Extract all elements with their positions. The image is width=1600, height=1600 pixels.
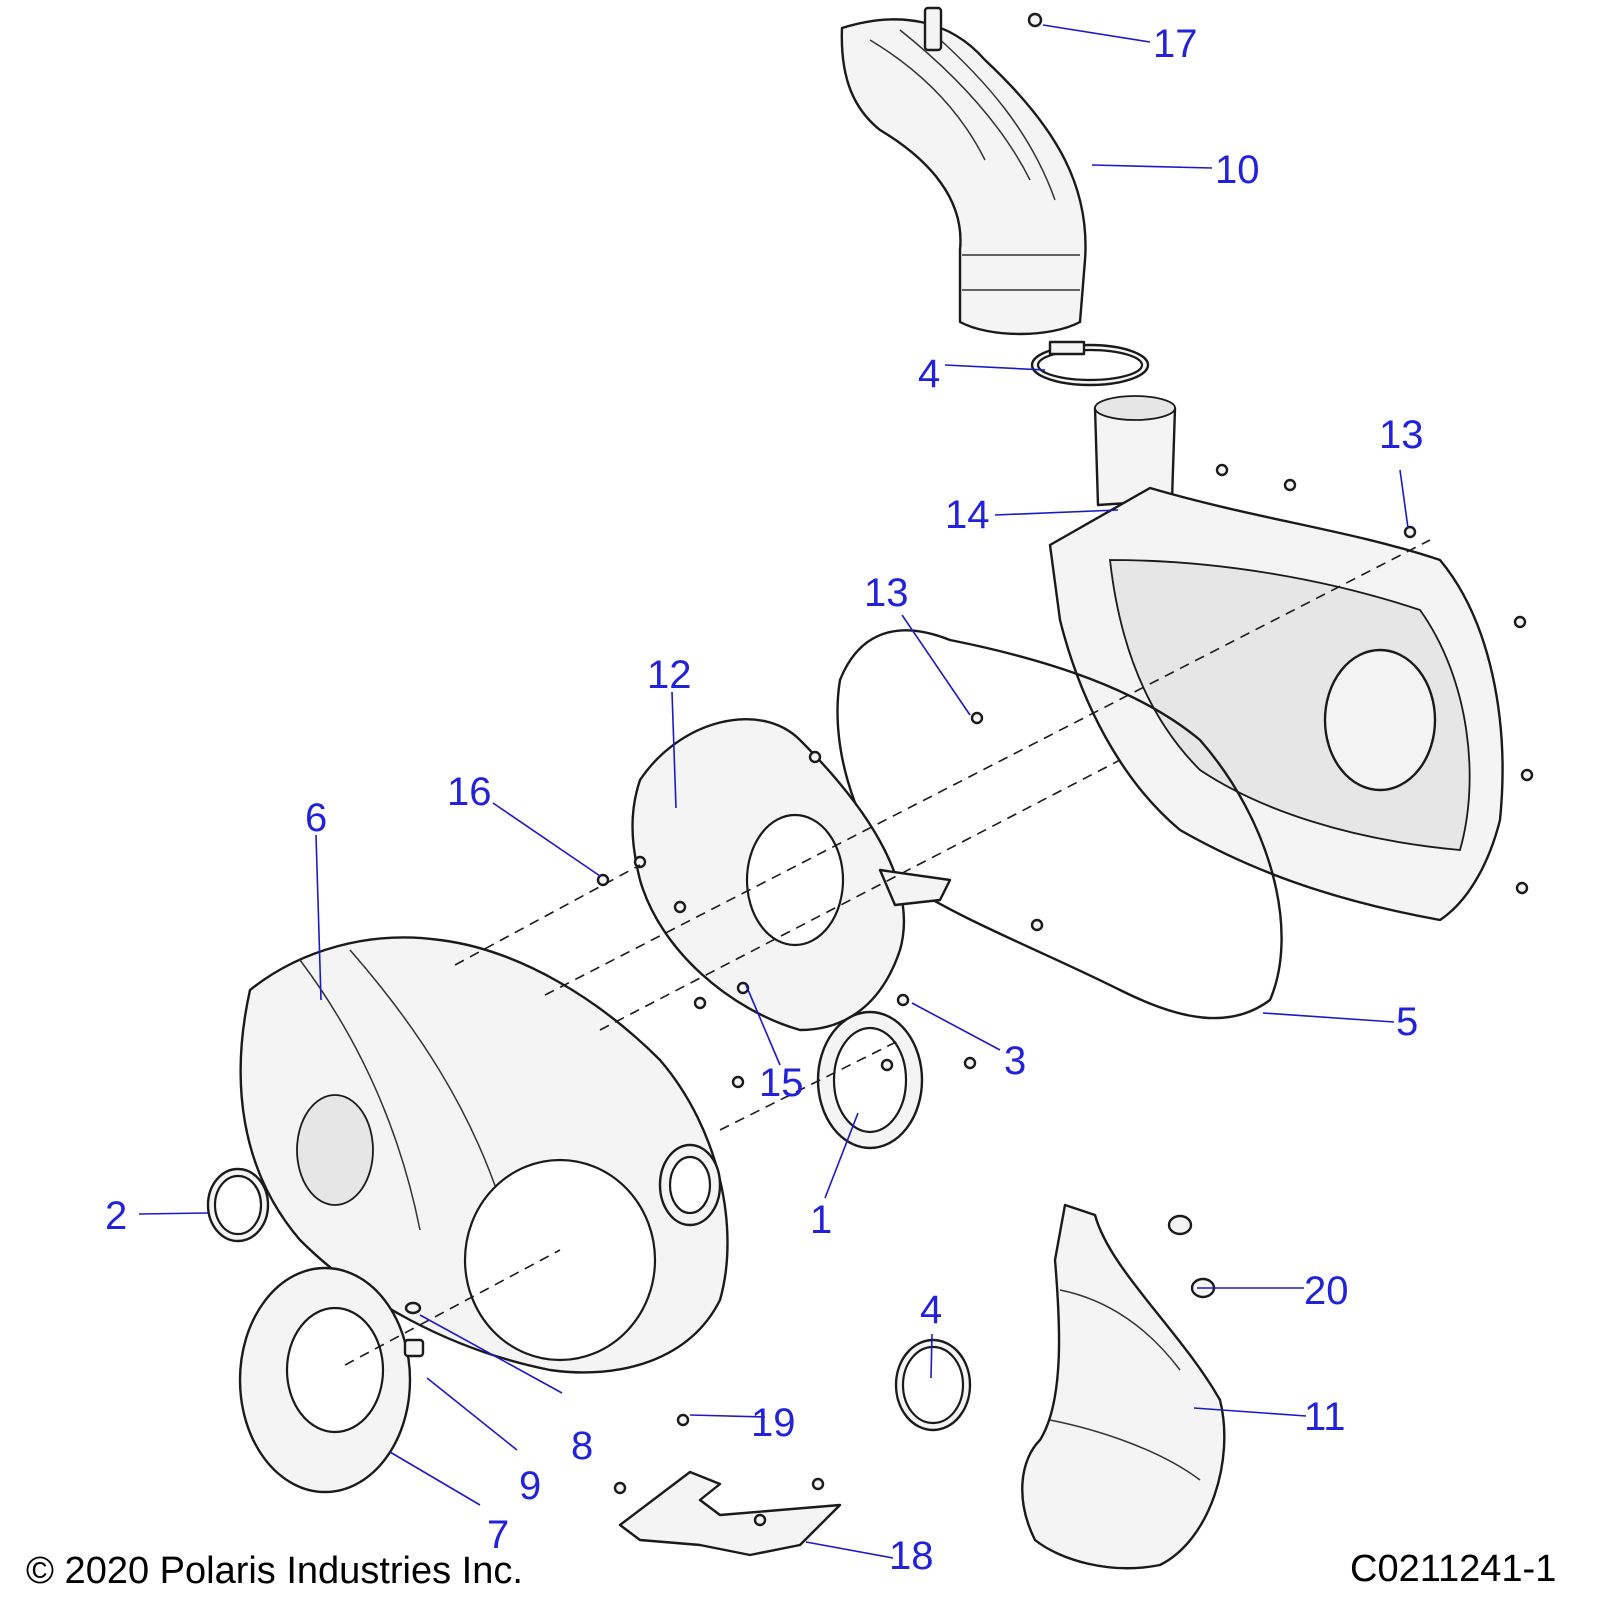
- callout-4-bottom: 4: [920, 1288, 943, 1332]
- washer-8-part: [404, 1301, 422, 1315]
- callout-18: 18: [889, 1534, 934, 1578]
- intake-duct-part: [840, 6, 1087, 336]
- copyright-text: © 2020 Polaris Industries Inc.: [26, 1550, 523, 1592]
- outer-cover-part: [1048, 395, 1504, 922]
- callout-19: 19: [751, 1401, 796, 1445]
- callout-13-center: 13: [864, 571, 909, 615]
- o-ring-part: [206, 1167, 270, 1243]
- callout-17: 17: [1153, 22, 1198, 66]
- callout-4-top: 4: [918, 352, 941, 396]
- callout-1: 1: [810, 1198, 833, 1242]
- callout-7: 7: [487, 1513, 510, 1557]
- assembly-lines: [344, 539, 1431, 1366]
- drain-plug-9-part: [403, 1338, 425, 1358]
- plug-20-part: [1167, 1214, 1216, 1299]
- callout-16: 16: [447, 770, 492, 814]
- callout-9: 9: [519, 1464, 542, 1508]
- inner-shroud-part: [631, 718, 952, 1032]
- hose-clamp-bottom-part: [894, 1338, 972, 1432]
- screw-17-part: [1027, 12, 1043, 28]
- leader-lines: [138, 24, 1409, 1559]
- callout-10: 10: [1215, 148, 1260, 192]
- round-cover-part: [238, 1266, 412, 1494]
- callout-14: 14: [945, 493, 990, 537]
- figure-code: C0211241-1: [1350, 1548, 1557, 1590]
- callout-11: 11: [1304, 1395, 1346, 1439]
- callout-12: 12: [647, 653, 692, 697]
- callout-5: 5: [1396, 1000, 1419, 1044]
- callout-6: 6: [305, 796, 328, 840]
- clutch-cover-part: [239, 936, 729, 1374]
- callout-20: 20: [1304, 1269, 1349, 1313]
- callout-3: 3: [1004, 1039, 1027, 1083]
- bracket-part: [618, 1470, 842, 1557]
- callout-8: 8: [571, 1424, 594, 1468]
- callout-15: 15: [759, 1061, 804, 1105]
- callout-13-right: 13: [1379, 413, 1424, 457]
- callout-2: 2: [105, 1194, 128, 1238]
- fasteners-part: [596, 463, 1534, 1527]
- exhaust-duct-part: [1021, 1203, 1226, 1570]
- hose-clamp-top-part: [1030, 340, 1150, 387]
- round-gasket-part: [816, 1010, 924, 1150]
